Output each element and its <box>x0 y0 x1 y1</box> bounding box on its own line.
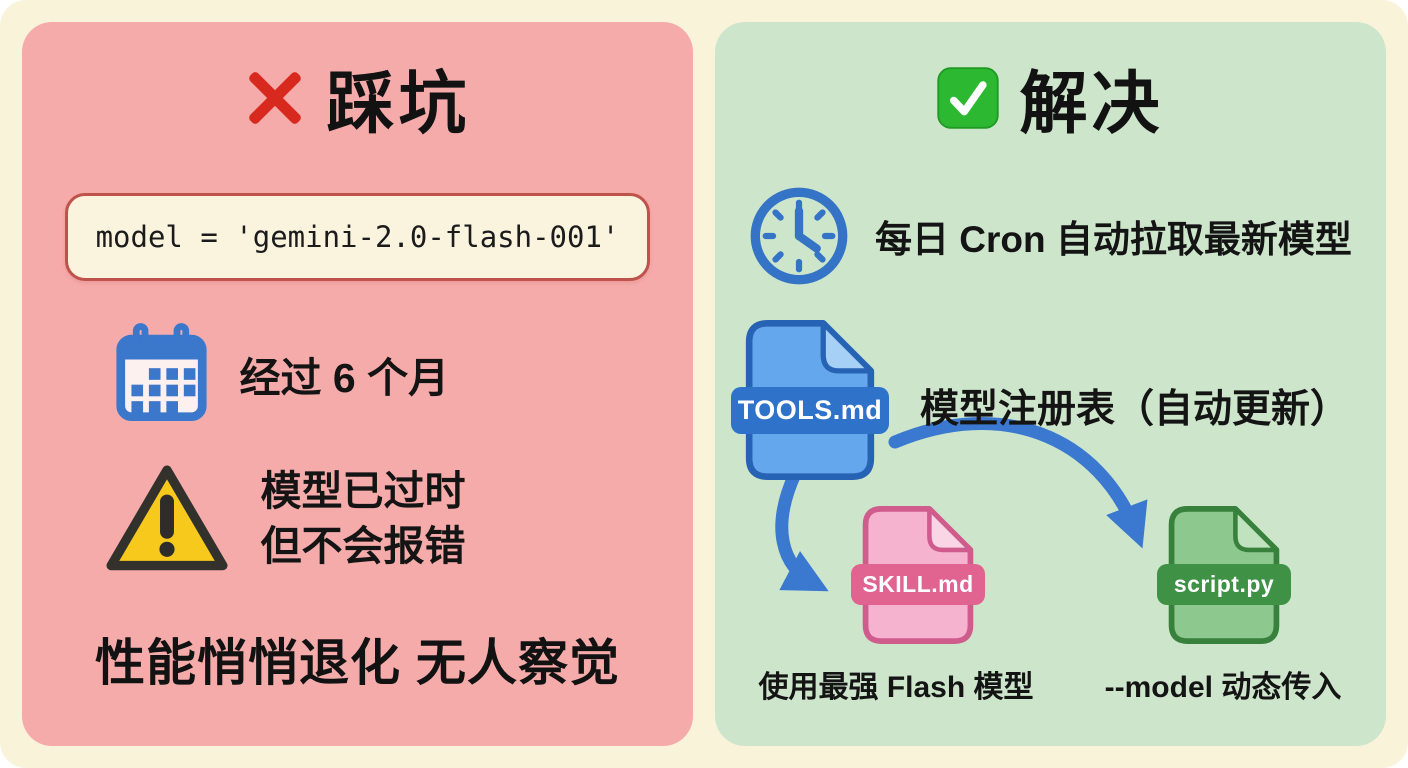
pitfall-title: 踩坑 <box>326 66 471 142</box>
warning-text: 模型已过时 但不会报错 <box>261 468 466 570</box>
skill-md-file-icon: SKILL.md <box>850 504 986 646</box>
script-py-file-icon: script.py <box>1156 504 1292 646</box>
tools-md-label: TOOLS.md <box>730 386 890 435</box>
cron-text: 每日 Cron 自动拉取最新模型 <box>875 219 1352 260</box>
cron-row: 每日 Cron 自动拉取最新模型 <box>747 184 1352 288</box>
pitfall-panel: 踩坑 model = 'gemini-2.0-flash-001' 经过 6 个… <box>22 22 693 746</box>
tools-md-file-icon: TOOLS.md <box>730 318 890 482</box>
warning-line-1: 模型已过时 <box>260 467 466 514</box>
skill-md-label: SKILL.md <box>850 563 986 605</box>
script-py-label: script.py <box>1156 563 1292 605</box>
solution-title-row: 解决 <box>715 48 1386 147</box>
pitfall-title-row: 踩坑 <box>244 48 470 147</box>
code-snippet-box: model = 'gemini-2.0-flash-001' <box>64 193 651 281</box>
clock-icon <box>750 187 848 285</box>
solution-panel: 解决 每日 Cron 自动拉取最新模型 <box>715 22 1386 746</box>
solution-title: 解决 <box>1019 66 1164 142</box>
calendar-text: 经过 6 个月 <box>239 355 450 401</box>
code-text: model = 'gemini-2.0-flash-001' <box>95 220 620 254</box>
warning-row: 模型已过时 但不会报错 <box>53 461 663 577</box>
cross-mark-icon <box>249 71 302 124</box>
calendar-row: 经过 6 个月 <box>43 323 673 425</box>
script-caption: --model 动态传入 <box>1104 671 1342 704</box>
registry-label: 模型注册表（自动更新） <box>919 388 1349 431</box>
arrow-to-skill <box>775 467 829 592</box>
check-mark-icon <box>937 66 1000 129</box>
skill-caption: 使用最强 Flash 模型 <box>758 671 1034 704</box>
warning-line-2: 但不会报错 <box>260 523 466 569</box>
warning-triangle-icon <box>105 465 228 571</box>
pitfall-footer: 性能悄悄退化 无人察觉 <box>95 635 620 691</box>
calendar-icon <box>115 323 207 422</box>
